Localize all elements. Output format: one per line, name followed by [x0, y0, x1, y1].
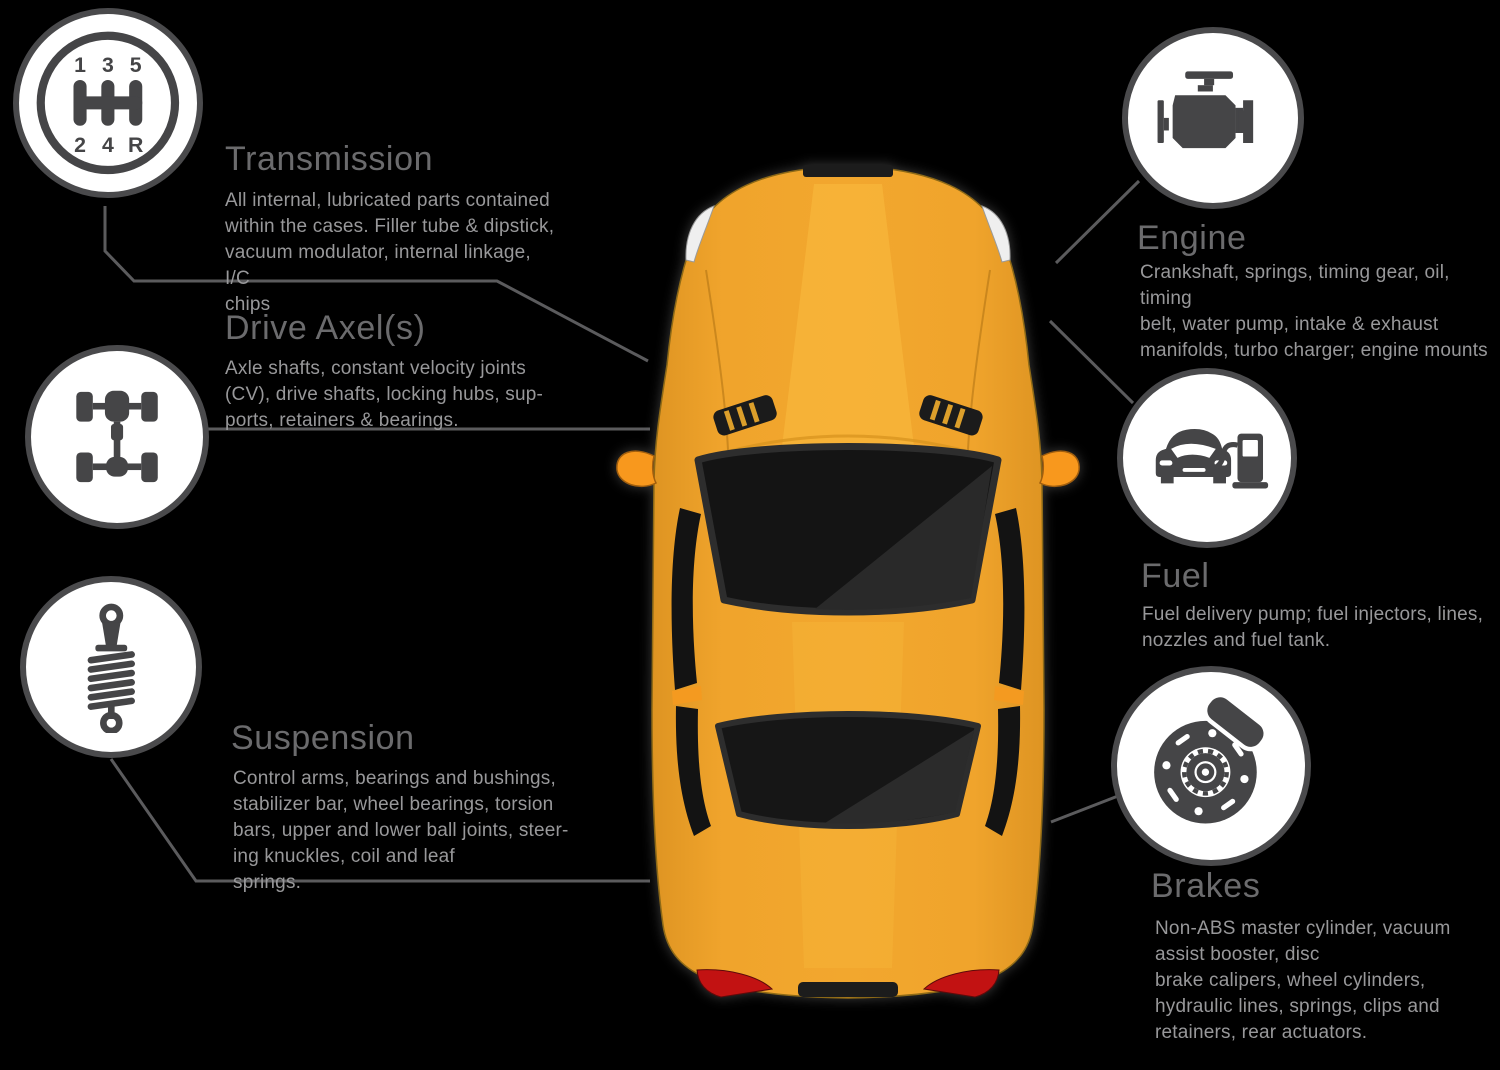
brake-disc-icon — [1153, 692, 1268, 824]
connector-fuel — [1048, 319, 1135, 405]
transmission-description: All internal, lubricated parts contained… — [225, 190, 555, 315]
side-mirror-left — [616, 450, 658, 488]
drive-axel-icon-badge — [25, 345, 209, 529]
fuel-title: Fuel — [1141, 557, 1210, 595]
transmission-icon-badge: 1 3 5 2 4 R — [13, 8, 203, 198]
brakes-title: Brakes — [1151, 867, 1261, 905]
side-window-front-left — [671, 508, 701, 690]
transmission-title: Transmission — [225, 140, 434, 178]
b-pillar-left — [672, 686, 702, 705]
fender-crease-right — [967, 269, 991, 451]
rear-window-glare — [825, 730, 974, 824]
fuel-icon-badge — [1117, 368, 1297, 548]
gear-label-1: 1 — [74, 53, 86, 77]
brakes-description: Non-ABS master cylinder, vacuum assist b… — [1155, 918, 1451, 1043]
hood-seam — [725, 434, 971, 454]
side-window-rear-left — [675, 706, 711, 836]
engine-title: Engine — [1137, 219, 1247, 257]
engine-icon-badge — [1122, 27, 1304, 209]
car-top-view — [616, 165, 1080, 999]
side-mirror-right — [1038, 450, 1080, 488]
connector-transmission — [103, 206, 649, 363]
side-window-rear-right — [985, 706, 1021, 836]
connector-suspension — [109, 758, 650, 883]
gear-label-4: 4 — [102, 133, 114, 157]
drive-axel-title: Drive Axel(s) — [225, 309, 426, 347]
rear-bumper-trim — [798, 982, 898, 997]
side-window-front-right — [995, 508, 1025, 690]
gear-label-5: 5 — [130, 53, 142, 77]
headlight-right — [981, 205, 1011, 263]
gear-label-2: 2 — [74, 133, 86, 157]
engine-icon — [1157, 71, 1254, 149]
taillight-left — [696, 969, 774, 998]
gear-shifter-icon: 1 3 5 2 4 R — [36, 31, 180, 175]
suspension-icon-badge — [20, 576, 202, 758]
fuel-pump-icon — [1155, 429, 1269, 489]
hood-vent-left — [713, 395, 777, 436]
shock-absorber-icon — [87, 603, 135, 734]
gear-label-3: 3 — [102, 53, 114, 77]
gear-label-r: R — [128, 133, 143, 157]
fuel-description: Fuel delivery pump; fuel injectors, line… — [1142, 604, 1484, 651]
engine-description: Crankshaft, springs, timing gear, oil, t… — [1140, 262, 1488, 361]
taillight-right — [922, 969, 1000, 998]
b-pillar-right — [994, 686, 1024, 705]
front-trim — [803, 165, 893, 177]
connector-engine — [1054, 179, 1141, 265]
drive-axle-icon — [76, 390, 158, 483]
headlight-left — [685, 205, 715, 263]
fender-crease-left — [705, 269, 729, 451]
drive-axel-description: Axle shafts, constant velocity joints (C… — [225, 358, 544, 431]
hood-vent-right — [919, 395, 983, 436]
suspension-description: Control arms, bearings and bushings, sta… — [233, 768, 569, 893]
windshield-glare — [815, 466, 992, 610]
connector-brakes — [1050, 794, 1119, 824]
brakes-icon-badge — [1111, 666, 1311, 866]
suspension-title: Suspension — [231, 719, 415, 757]
